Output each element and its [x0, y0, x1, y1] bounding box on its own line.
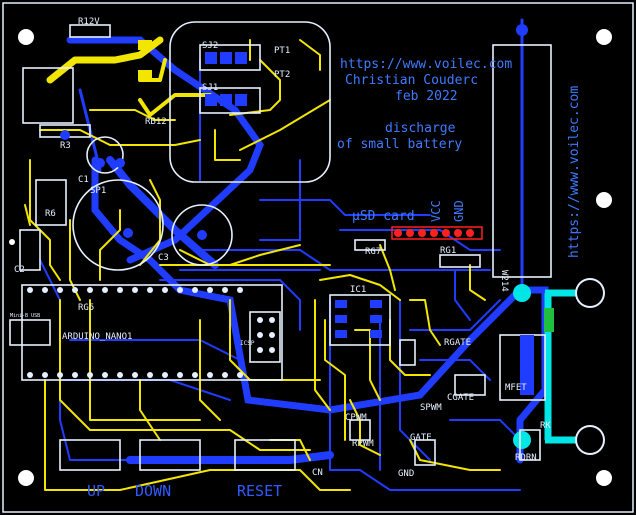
label-pt2: PT2: [274, 70, 290, 80]
label-r6: R6: [45, 209, 56, 219]
label-cn: CN: [312, 468, 323, 478]
label-ic1: IC1: [350, 285, 366, 295]
label-sp1: SP1: [90, 186, 106, 196]
label-rgate: RGATE: [444, 338, 471, 348]
label-c1: C1: [78, 175, 89, 185]
label-rg5: RG5: [78, 303, 94, 313]
component-labels: R12V SJ2 SJ1 PT1 PT2 RB12 R3 C1 SP1 R6 C…: [10, 17, 551, 479]
label-r3: R3: [60, 141, 71, 151]
label-sj2: SJ2: [202, 41, 218, 51]
label-pt1: PT1: [274, 46, 290, 56]
label-rb12: RB12: [145, 117, 167, 127]
label-mfet: MFET: [505, 383, 527, 393]
text-title-line1: discharge: [385, 121, 456, 136]
label-spwm: SPWM: [420, 403, 442, 413]
label-gnd-pad: GND: [398, 469, 414, 479]
text-gnd: GND: [452, 200, 466, 222]
arduino-pins: [27, 287, 275, 378]
label-down-button: DOWN: [135, 482, 171, 500]
label-sj1: SJ1: [202, 83, 218, 93]
text-vcc: VCC: [429, 200, 443, 222]
label-arduino-nano: ARDUINO_NANO1: [62, 332, 132, 342]
label-cpwm: CPWM: [345, 413, 367, 423]
text-author: Christian Couderc: [345, 73, 478, 88]
label-reset-button: RESET: [237, 482, 282, 500]
label-c3: C3: [158, 253, 169, 263]
text-sd-card: µSD card: [352, 209, 415, 224]
silkscreen-outlines: [9, 21, 552, 471]
label-rdrn: RDRN: [515, 453, 537, 463]
label-c2: C2: [14, 265, 25, 275]
text-side-url: https://www.voilec.com: [567, 86, 582, 258]
label-w214: W214: [499, 270, 509, 292]
mounting-holes: [9, 29, 612, 486]
smd-pads: [60, 24, 534, 395]
label-rpwm: RPWM: [352, 439, 374, 449]
label-icsp: ICSP: [240, 340, 255, 347]
text-date: feb 2022: [395, 89, 458, 104]
header-text: https://www.voilec.com Christian Couderc…: [87, 57, 582, 500]
label-gate: GATE: [410, 433, 432, 443]
label-up-button: UP: [87, 482, 105, 500]
label-mini-usb: Mini-B USB: [10, 313, 40, 319]
text-url: https://www.voilec.com: [340, 57, 512, 72]
label-cgate: CGATE: [447, 393, 474, 403]
text-title-line2: of small battery: [337, 137, 462, 152]
label-rk: RK: [540, 421, 551, 431]
power-pads: [513, 278, 605, 455]
label-r12v: R12V: [78, 17, 100, 27]
label-rg7: RG7: [365, 247, 381, 257]
sd-card-connector: [391, 226, 483, 240]
label-rg1: RG1: [440, 246, 456, 256]
